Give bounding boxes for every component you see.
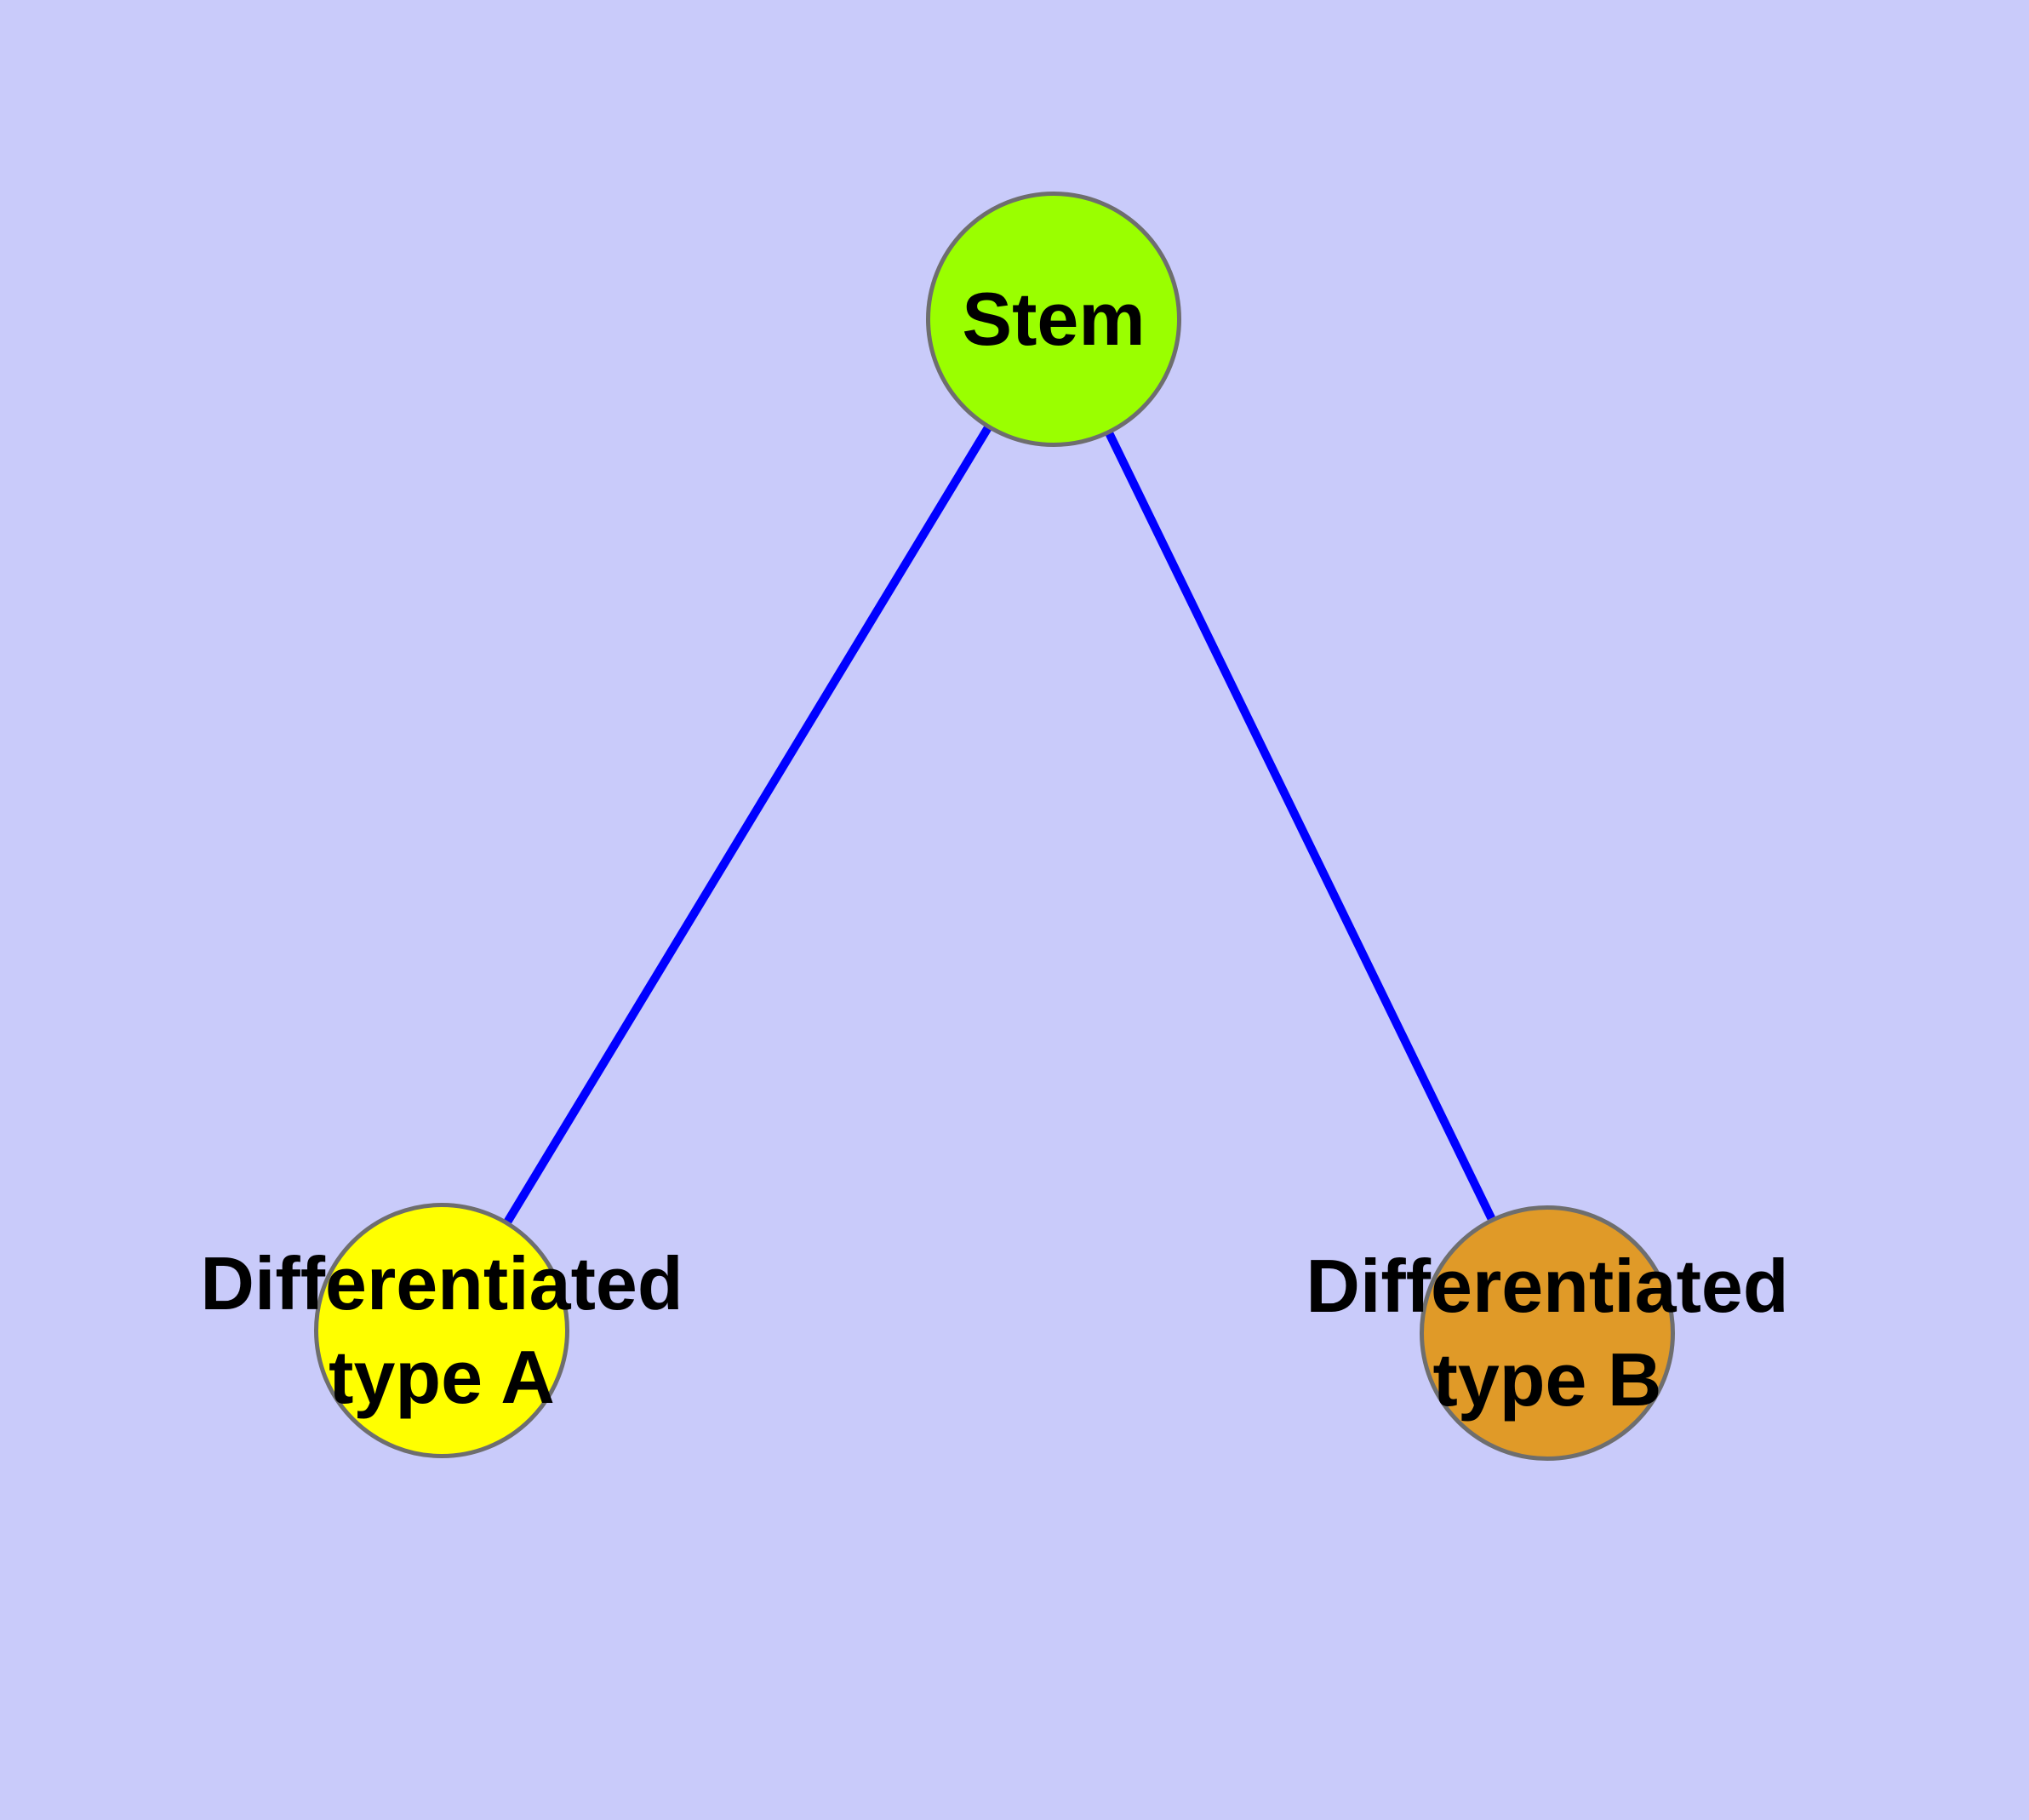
- node-stem[interactable]: [926, 192, 1181, 447]
- node-differentiated-type-a-label: Differentiated type A: [200, 1241, 683, 1419]
- node-stem-label: Stem: [962, 277, 1145, 361]
- node-label-line: type A: [329, 1335, 555, 1419]
- edge-stem-to-differentiated-type-b[interactable]: [1049, 317, 1495, 1221]
- node-stem-circle[interactable]: [926, 192, 1181, 447]
- node-differentiated-type-b[interactable]: [1420, 1205, 1675, 1461]
- node-differentiated-type-b-label: Differentiated type B: [1306, 1244, 1788, 1422]
- node-differentiated-type-a[interactable]: [314, 1203, 569, 1458]
- node-label-line: Differentiated: [1306, 1244, 1788, 1328]
- node-label-line: type B: [1433, 1337, 1662, 1422]
- node-label-line: Stem: [962, 277, 1145, 361]
- nodes-layer: [314, 192, 1675, 1461]
- node-differentiated-type-a-circle[interactable]: [314, 1203, 569, 1458]
- node-differentiated-type-b-circle[interactable]: [1420, 1205, 1675, 1461]
- node-label-line: Differentiated: [200, 1241, 683, 1325]
- edge-stem-to-differentiated-type-a[interactable]: [504, 317, 1058, 1224]
- labels-layer: Stem Differentiated type A Differentiated…: [200, 277, 1788, 1422]
- edges-layer: [504, 317, 1495, 1224]
